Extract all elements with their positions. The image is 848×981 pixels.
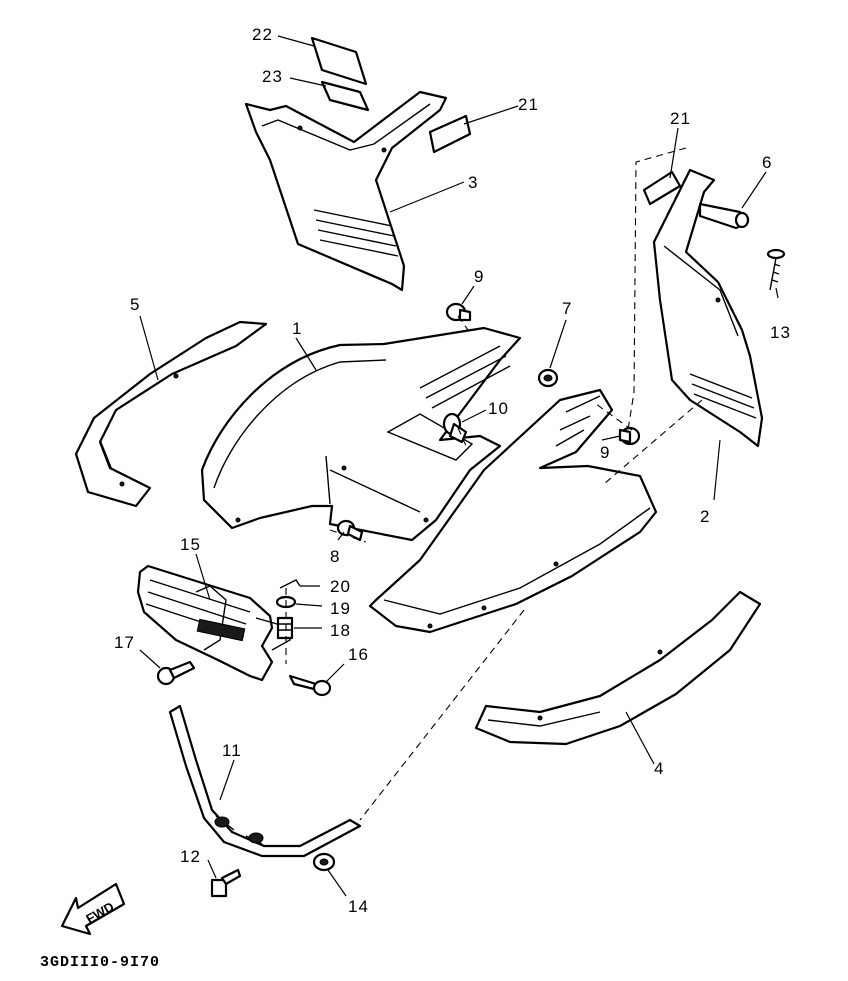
mud-flap-right-4 — [474, 590, 762, 746]
decal-22 — [310, 36, 368, 86]
label-2: 2 — [700, 507, 710, 526]
nut-7 — [537, 368, 559, 388]
label-9-top: 9 — [474, 267, 484, 286]
bolt-16 — [288, 674, 332, 697]
part-labels: 22 23 21 3 21 6 13 5 1 9 7 10 9 2 8 15 2… — [114, 25, 791, 916]
label-4: 4 — [654, 759, 664, 778]
label-13: 13 — [770, 323, 791, 342]
grommet-9-top — [445, 302, 472, 322]
label-9-right: 9 — [600, 443, 610, 462]
label-14: 14 — [348, 897, 369, 916]
label-11: 11 — [222, 741, 242, 760]
label-12: 12 — [180, 847, 201, 866]
reflector-21-left — [428, 114, 472, 154]
grommet-9-right — [618, 426, 641, 446]
side-cover-left-3 — [244, 90, 448, 292]
bolt-10 — [442, 412, 468, 444]
label-22: 22 — [252, 25, 273, 44]
grab-bar-11 — [168, 704, 362, 858]
label-20: 20 — [330, 577, 351, 596]
label-3: 3 — [468, 173, 478, 192]
label-15: 15 — [180, 535, 201, 554]
bolt-6 — [698, 202, 750, 230]
rear-fender-1 — [200, 326, 522, 542]
nut-14 — [312, 852, 336, 872]
screw-13 — [766, 248, 786, 291]
mud-flap-left-5 — [74, 320, 268, 508]
label-6: 6 — [762, 153, 772, 172]
label-19: 19 — [330, 599, 351, 618]
side-cover-right-2 — [652, 168, 764, 448]
front-fender — [368, 388, 658, 634]
label-17: 17 — [114, 633, 135, 652]
label-10: 10 — [488, 399, 509, 418]
reflector-21-right — [642, 170, 682, 206]
label-21-left: 21 — [518, 95, 539, 114]
label-5: 5 — [130, 295, 140, 314]
label-1: 1 — [292, 319, 302, 338]
label-21-right: 21 — [670, 109, 691, 128]
forward-direction-arrow: FWD — [60, 882, 126, 936]
leader-lines — [139, 35, 779, 897]
clip-20 — [279, 579, 301, 589]
rack-15 — [136, 564, 291, 682]
label-23: 23 — [262, 67, 283, 86]
bolt-12 — [210, 868, 242, 898]
collar-18 — [276, 616, 294, 640]
drawing-code: 3GDIII0-9I70 — [40, 954, 160, 971]
label-8: 8 — [330, 547, 340, 566]
bolt-17 — [156, 660, 196, 686]
label-16: 16 — [348, 645, 369, 664]
decal-23 — [320, 80, 370, 112]
assembly-lines — [285, 147, 703, 821]
label-7: 7 — [562, 299, 572, 318]
label-18: 18 — [330, 621, 351, 640]
